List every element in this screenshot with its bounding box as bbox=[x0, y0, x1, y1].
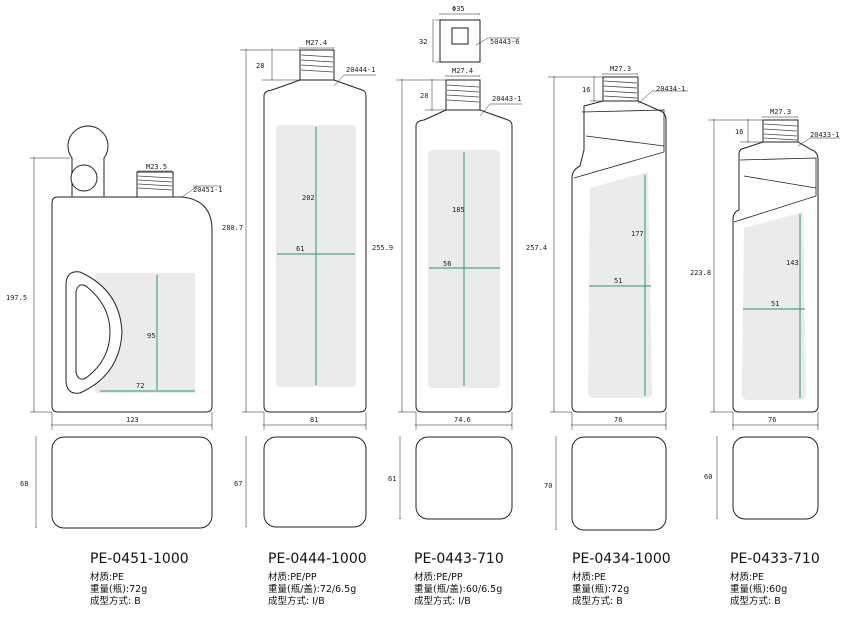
label-height-dim: 95 bbox=[147, 332, 155, 340]
depth-dim: 61 bbox=[388, 475, 396, 483]
neck-height-dim: 16 bbox=[582, 86, 590, 94]
neck-spec: M23.5 bbox=[146, 163, 167, 171]
product-code: PE-0443-710 bbox=[414, 551, 504, 567]
depth-dim: 70 bbox=[544, 482, 552, 490]
spec-method: 成型方式: B bbox=[572, 596, 623, 607]
depth-dim: 67 bbox=[234, 480, 242, 488]
product-specs: 材质:PE 重量(瓶):72g 成型方式: B bbox=[90, 572, 147, 608]
height-dim: 197.5 bbox=[6, 294, 27, 302]
cap-part-number: 50443-6 bbox=[490, 38, 520, 46]
spec-material: 材质:PE bbox=[730, 572, 764, 583]
part-number: 20451-1 bbox=[193, 186, 223, 194]
product-code: PE-0444-1000 bbox=[268, 551, 367, 567]
width-dim: 123 bbox=[126, 416, 139, 424]
label-height-dim: 202 bbox=[302, 194, 315, 202]
width-dim: 76 bbox=[768, 416, 776, 424]
label-width-dim: 61 bbox=[296, 245, 304, 253]
product-code: PE-0433-710 bbox=[730, 551, 820, 567]
neck-spec: M27.4 bbox=[306, 39, 327, 47]
depth-dim: 68 bbox=[20, 480, 28, 488]
spec-weight: 重量(瓶/盖):60/6.5g bbox=[414, 584, 503, 595]
product-specs: 材质:PE/PP 重量(瓶/盖):72/6.5g 成型方式: I/B bbox=[268, 572, 356, 608]
product-code: PE-0451-1000 bbox=[90, 551, 189, 567]
depth-dim: 60 bbox=[704, 473, 712, 481]
spec-weight: 重量(瓶):72g bbox=[572, 584, 630, 595]
spec-weight: 重量(瓶):72g bbox=[90, 584, 148, 595]
product-code: PE-0434-1000 bbox=[572, 551, 671, 567]
product-specs: 材质:PE 重量(瓶):60g 成型方式: B bbox=[730, 572, 787, 608]
part-number: 20433-1 bbox=[810, 131, 840, 139]
height-dim: 223.8 bbox=[690, 269, 711, 277]
height-dim: 255.9 bbox=[372, 244, 393, 252]
bottle-0451: 95 72 M23.5 20451-1 197.5 123 68 bbox=[6, 125, 223, 529]
product-specs: 材质:PE/PP 重量(瓶/盖):60/6.5g 成型方式: I/B bbox=[414, 572, 502, 608]
spec-material: 材质:PE bbox=[572, 572, 606, 583]
label-height-dim: 143 bbox=[786, 259, 799, 267]
spec-weight: 重量(瓶/盖):72/6.5g bbox=[268, 584, 357, 595]
bottle-0433: 143 51 M27.3 20433-1 16 223.8 76 60 bbox=[690, 108, 840, 520]
spec-method: 成型方式: B bbox=[90, 596, 141, 607]
part-number: 20443-1 bbox=[492, 95, 522, 103]
neck-height-dim: 28 bbox=[256, 62, 264, 70]
label-width-dim: 51 bbox=[771, 300, 779, 308]
label-height-dim: 177 bbox=[631, 230, 644, 238]
bottle-0444: 202 61 M27.4 20444-1 28 280.7 81 67 bbox=[222, 39, 376, 528]
part-number: 20434-1 bbox=[656, 85, 686, 93]
label-height-dim: 185 bbox=[452, 206, 465, 214]
neck-height-dim: 28 bbox=[420, 92, 428, 100]
spec-method: 成型方式: I/B bbox=[414, 596, 471, 607]
cap-diameter: Φ35 bbox=[452, 5, 465, 13]
cap-height: 32 bbox=[419, 38, 427, 46]
width-dim: 76 bbox=[614, 416, 622, 424]
bottle-0443: Φ35 32 50443-6 185 56 M27.4 20443-1 28 2… bbox=[372, 5, 522, 520]
spec-method: 成型方式: I/B bbox=[268, 596, 325, 607]
neck-spec: M27.3 bbox=[770, 108, 791, 116]
label-width-dim: 72 bbox=[136, 382, 144, 390]
height-dim: 257.4 bbox=[526, 244, 547, 252]
neck-height-dim: 16 bbox=[735, 128, 743, 136]
spec-material: 材质:PE bbox=[90, 572, 124, 583]
spec-weight: 重量(瓶):60g bbox=[730, 584, 788, 595]
part-number: 20444-1 bbox=[346, 66, 376, 74]
spec-method: 成型方式: B bbox=[730, 596, 781, 607]
bottle-0434: 177 51 M27.3 20434-1 16 257.4 76 70 bbox=[526, 65, 688, 531]
width-dim: 74.6 bbox=[454, 416, 471, 424]
spec-material: 材质:PE/PP bbox=[268, 572, 317, 583]
height-dim: 280.7 bbox=[222, 224, 243, 232]
neck-spec: M27.3 bbox=[610, 65, 631, 73]
neck-spec: M27.4 bbox=[452, 67, 473, 75]
label-width-dim: 51 bbox=[614, 277, 622, 285]
width-dim: 81 bbox=[310, 416, 318, 424]
product-specs: 材质:PE 重量(瓶):72g 成型方式: B bbox=[572, 572, 629, 608]
spec-material: 材质:PE/PP bbox=[414, 572, 463, 583]
label-width-dim: 56 bbox=[443, 260, 451, 268]
